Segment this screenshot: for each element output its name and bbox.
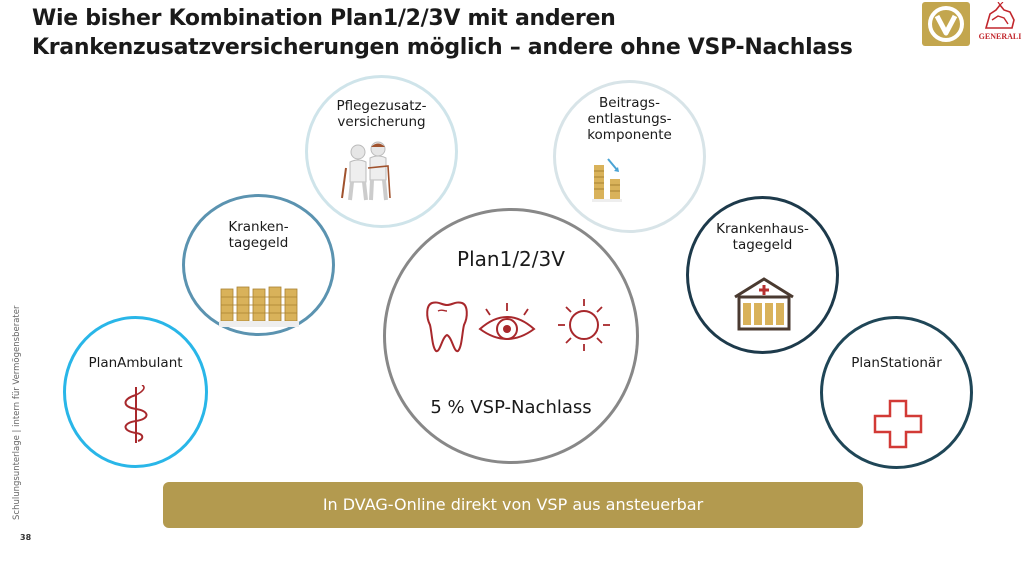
circle-pflegezusatzversicherung: Pflegezusatz- versicherung: [305, 75, 458, 228]
elderly-couple-icon: [341, 141, 391, 201]
circle-label: PlanStationär: [851, 355, 942, 371]
center-discount: 5 % VSP-Nachlass: [430, 397, 592, 418]
red-cross-icon: [873, 399, 923, 449]
lion-icon: [984, 1, 1015, 29]
coin-stacks-icon: [219, 286, 299, 327]
eye-icon: [478, 303, 536, 340]
page-number: 38: [20, 533, 32, 542]
circle-krankentagegeld: Kranken- tagegeld: [182, 194, 335, 336]
circle-label: Krankenhaus- tagegeld: [716, 221, 809, 253]
dvag-logo: [922, 2, 970, 46]
circle-plan123v: Plan1/2/3V 5 % VSP-Nachlass: [383, 208, 639, 464]
caduceus-icon: [124, 385, 148, 443]
decreasing-coins-icon: [592, 158, 622, 202]
circle-label: Kranken- tagegeld: [228, 219, 289, 251]
dvag-online-banner: In DVAG-Online direkt von VSP aus ansteu…: [163, 482, 863, 528]
circle-planstationaer: PlanStationär: [820, 316, 973, 469]
title-line-1: Wie bisher Kombination Plan1/2/3V mit an…: [32, 6, 616, 31]
center-title: Plan1/2/3V: [457, 247, 565, 271]
sun-icon: [558, 299, 610, 351]
generali-wordmark: GENERALI: [978, 32, 1022, 41]
sidebar-legal-note: Schulungsunterlage | intern für Vermögen…: [12, 305, 22, 520]
hospital-icon: [734, 277, 794, 331]
circle-krankenhaustagegeld: Krankenhaus- tagegeld: [686, 196, 839, 354]
page-title: Wie bisher Kombination Plan1/2/3V mit an…: [32, 4, 892, 62]
circle-label: PlanAmbulant: [88, 355, 183, 371]
circle-label: Beitrags- entlastungs- komponente: [587, 95, 672, 143]
title-line-2: Krankenzusatzversicherungen möglich – an…: [32, 35, 853, 60]
circle-label: Pflegezusatz- versicherung: [336, 98, 427, 130]
circle-planambulant: PlanAmbulant: [63, 316, 208, 468]
generali-logo: GENERALI: [978, 1, 1022, 46]
circle-beitragsentlastungskomponente: Beitrags- entlastungs- komponente: [553, 80, 706, 233]
tooth-icon: [426, 301, 468, 353]
